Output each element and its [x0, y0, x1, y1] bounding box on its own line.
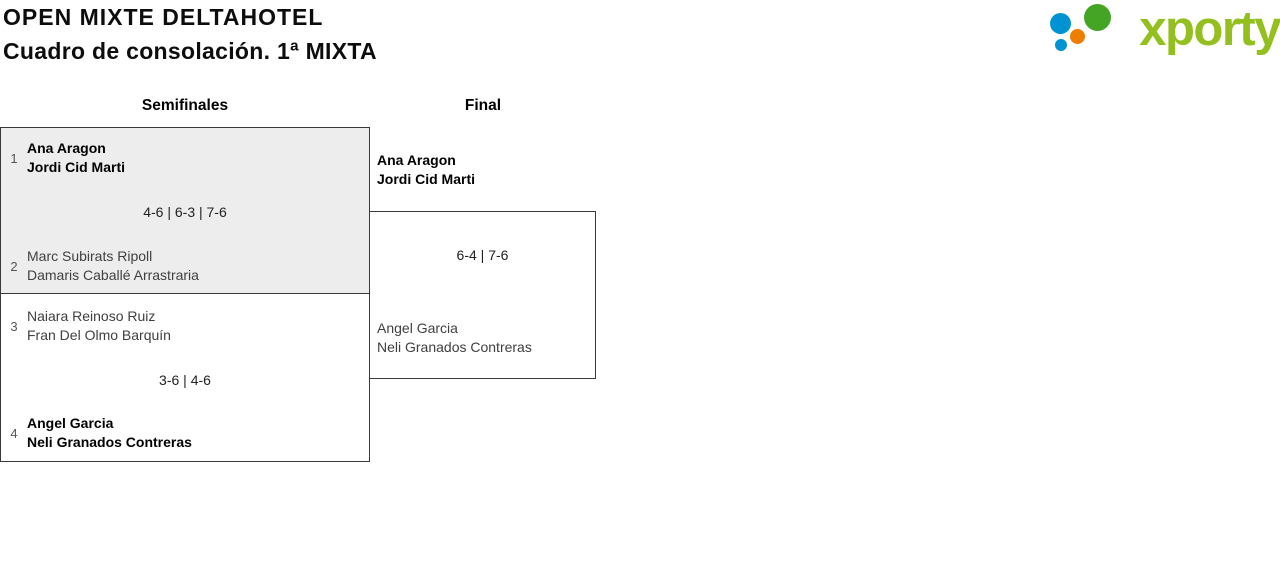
logo-dot-blue-small-icon [1055, 39, 1067, 51]
team-row-sf2-bottom: 4 Angel Garcia Neli Granados Contreras [6, 414, 192, 452]
xporty-logo[interactable]: xporty [1050, 0, 1280, 62]
match-semifinal-2[interactable]: 3 Naiara Reinoso Ruiz Fran Del Olmo Barq… [0, 294, 370, 462]
player-name: Jordi Cid Marti [27, 159, 126, 175]
match-final[interactable]: Ana Aragon Jordi Cid Marti 6-4 | 7-6 Ang… [370, 152, 596, 379]
seed-number: 1 [10, 150, 18, 166]
team-row-final-top: Ana Aragon Jordi Cid Marti [377, 151, 475, 189]
player-name: Neli Granados Contreras [377, 339, 532, 355]
match-semifinal-1[interactable]: 1 Ana Aragon Jordi Cid Marti 4-6 | 6-3 |… [0, 127, 370, 294]
round-header-semifinals: Semifinales [141, 97, 229, 114]
logo-dot-green-icon [1084, 4, 1111, 31]
player-name: Damaris Caballé Arrastraria [27, 267, 199, 283]
match-score: 6-4 | 7-6 [456, 247, 509, 263]
logo-dot-blue-large-icon [1050, 13, 1071, 34]
team-players: Naiara Reinoso Ruiz Fran Del Olmo Barquí… [27, 307, 171, 345]
player-name: Jordi Cid Marti [377, 171, 476, 187]
player-name: Ana Aragon [27, 140, 106, 156]
player-name: Angel Garcia [377, 320, 458, 336]
seed-number: 3 [10, 318, 18, 334]
team-row-sf2-top: 3 Naiara Reinoso Ruiz Fran Del Olmo Barq… [6, 307, 171, 345]
player-name: Naiara Reinoso Ruiz [27, 308, 156, 324]
player-name: Marc Subirats Ripoll [27, 248, 153, 264]
match-score: 4-6 | 6-3 | 7-6 [143, 204, 227, 220]
tournament-title: OPEN MIXTE DELTAHOTEL [3, 4, 324, 30]
player-name: Neli Granados Contreras [27, 434, 192, 450]
match-score: 3-6 | 4-6 [159, 372, 211, 388]
team-row-final-bottom: Angel Garcia Neli Granados Contreras [377, 319, 532, 357]
team-players: Ana Aragon Jordi Cid Marti [377, 151, 475, 189]
team-players: Angel Garcia Neli Granados Contreras [377, 319, 532, 357]
team-players: Angel Garcia Neli Granados Contreras [27, 414, 192, 452]
team-players: Marc Subirats Ripoll Damaris Caballé Arr… [27, 247, 199, 285]
xporty-logo-text: xporty [1139, 2, 1280, 56]
page-header: OPEN MIXTE DELTAHOTEL Cuadro de consolac… [3, 4, 377, 65]
bracket-subtitle: Cuadro de consolación. 1ª MIXTA [3, 38, 377, 64]
team-row-sf1-top: 1 Ana Aragon Jordi Cid Marti [6, 139, 125, 177]
player-name: Ana Aragon [377, 152, 456, 168]
seed-number: 2 [10, 258, 18, 274]
player-name: Fran Del Olmo Barquín [27, 327, 171, 343]
seed-number: 4 [10, 425, 18, 441]
team-players: Ana Aragon Jordi Cid Marti [27, 139, 125, 177]
player-name: Angel Garcia [27, 415, 114, 431]
team-row-sf1-bottom: 2 Marc Subirats Ripoll Damaris Caballé A… [6, 247, 199, 285]
xporty-logo-icon [1050, 2, 1114, 54]
round-header-final: Final [464, 97, 502, 114]
logo-dot-orange-icon [1070, 29, 1085, 44]
